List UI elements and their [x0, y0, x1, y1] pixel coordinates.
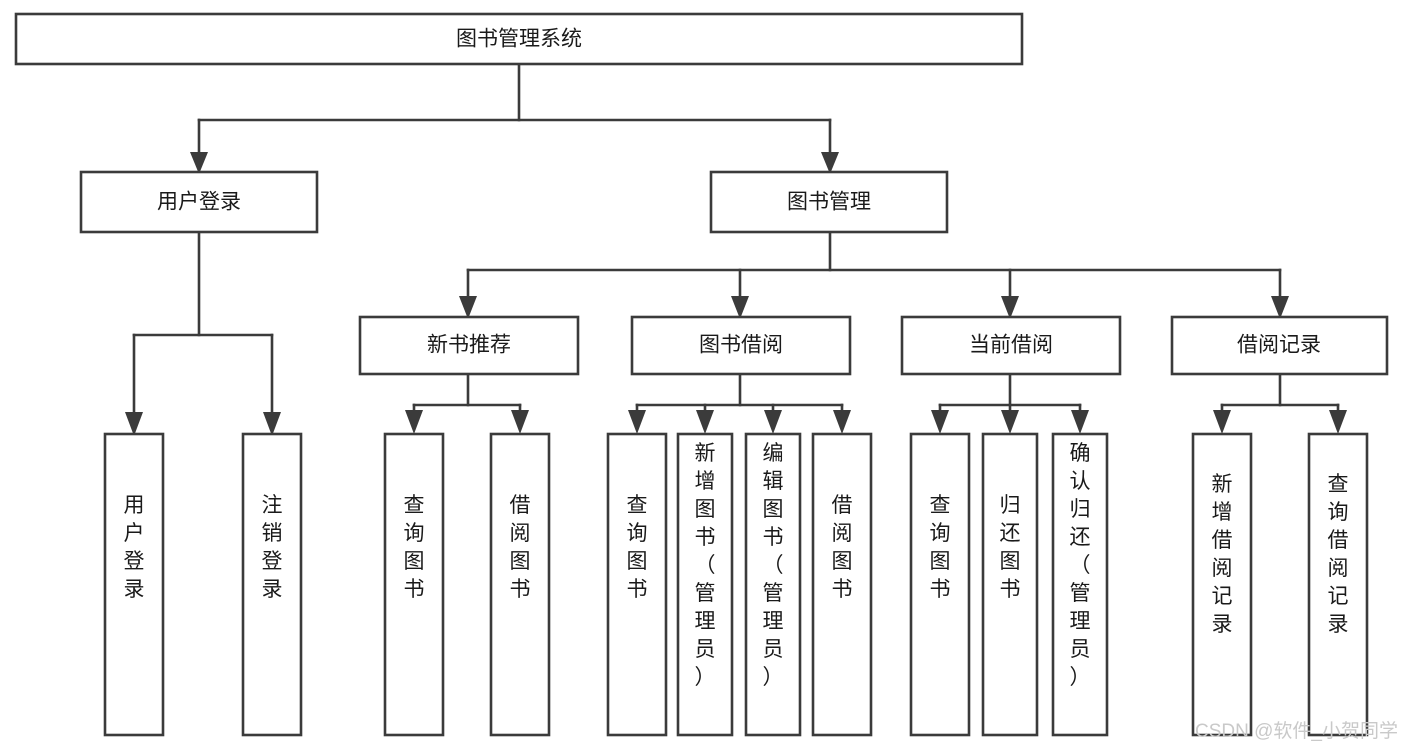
leaf-re-add-record-label: 新增借阅记录	[1212, 473, 1233, 636]
arrow-leaf-logout	[263, 412, 281, 436]
watermark-label: CSDN @软件_小贺同学	[1195, 720, 1398, 742]
arrow-borrow	[731, 296, 749, 319]
leaf-bo-borrow-book-box[interactable]	[811, 432, 873, 737]
leaf-user-login-label: 用户登录	[124, 494, 145, 601]
leaf-bo-borrow-book-label: 借阅图书	[832, 494, 853, 601]
node-root[interactable]: 图书管理系统	[14, 12, 1024, 66]
leaf-cu-return-book-box[interactable]	[981, 432, 1039, 737]
node-borrow-records-label: 借阅记录	[1237, 334, 1321, 357]
leaf-user-login-box[interactable]	[103, 432, 165, 737]
arrow-bo-edit	[764, 410, 782, 434]
node-user-login-label: 用户登录	[157, 191, 241, 214]
node-book-borrow-label: 图书借阅	[699, 334, 783, 357]
leaf-nb-query-book[interactable]: 查询图书	[383, 432, 445, 737]
node-book-management-label: 图书管理	[787, 191, 871, 214]
arrow-re-query	[1329, 410, 1347, 434]
node-user-login[interactable]: 用户登录	[79, 170, 319, 234]
leaf-logout[interactable]: 注销登录	[241, 432, 303, 737]
leaf-re-query-record[interactable]: 查询借阅记录	[1307, 432, 1369, 737]
leaf-logout-box[interactable]	[241, 432, 303, 737]
leaf-cu-confirm-return-label: 确认归还（管理员）	[1070, 442, 1091, 689]
leaf-bo-edit-book-label: 编辑图书（管理员）	[763, 442, 784, 689]
leaf-nb-borrow-book[interactable]: 借阅图书	[489, 432, 551, 737]
leaf-bo-add-book[interactable]: 新增图书（管理员）	[676, 432, 734, 737]
leaf-bo-query-book-box[interactable]	[606, 432, 668, 737]
leaf-user-login[interactable]: 用户登录	[103, 432, 165, 737]
node-root-box[interactable]	[14, 12, 1024, 66]
arrow-nb-query	[405, 410, 423, 434]
leaf-cu-return-book-label: 归还图书	[1000, 494, 1021, 601]
leaf-cu-confirm-return[interactable]: 确认归还（管理员）	[1051, 432, 1109, 737]
arrow-bo-borrow	[833, 410, 851, 434]
leaf-cu-confirm-return-box[interactable]	[1051, 432, 1109, 737]
arrow-leaf-user-login	[125, 412, 143, 436]
leaf-bo-borrow-book[interactable]: 借阅图书	[811, 432, 873, 737]
arrow-re-add	[1213, 410, 1231, 434]
arrow-cu-return	[1001, 410, 1019, 434]
node-user-login-box[interactable]	[79, 170, 319, 234]
leaf-nb-query-book-box[interactable]	[383, 432, 445, 737]
node-new-book-recommend-box[interactable]	[358, 315, 580, 376]
arrow-bo-add	[696, 410, 714, 434]
leaf-cu-query-book[interactable]: 查询图书	[909, 432, 971, 737]
leaf-cu-query-book-label: 查询图书	[930, 494, 951, 601]
node-book-borrow[interactable]: 图书借阅	[630, 315, 852, 376]
leaf-bo-add-book-box[interactable]	[676, 432, 734, 737]
node-borrow-records-box[interactable]	[1170, 315, 1389, 376]
leaf-bo-edit-book[interactable]: 编辑图书（管理员）	[744, 432, 802, 737]
arrow-cu-query	[931, 410, 949, 434]
node-new-book-recommend[interactable]: 新书推荐	[358, 315, 580, 376]
leaf-bo-edit-book-box[interactable]	[744, 432, 802, 737]
arrow-cu-confirm	[1071, 410, 1089, 434]
leaf-nb-borrow-book-label: 借阅图书	[510, 494, 531, 601]
node-book-management[interactable]: 图书管理	[709, 170, 949, 234]
node-root-label: 图书管理系统	[456, 28, 582, 51]
node-current-borrow[interactable]: 当前借阅	[900, 315, 1122, 376]
leaf-logout-label: 注销登录	[262, 494, 283, 601]
leaf-cu-return-book[interactable]: 归还图书	[981, 432, 1039, 737]
arrow-bo-query	[628, 410, 646, 434]
arrow-records	[1271, 296, 1289, 319]
leaf-re-add-record-box[interactable]	[1191, 432, 1253, 737]
leaf-nb-query-book-label: 查询图书	[404, 494, 425, 601]
leaf-nb-borrow-book-box[interactable]	[489, 432, 551, 737]
node-book-borrow-box[interactable]	[630, 315, 852, 376]
leaf-re-query-record-box[interactable]	[1307, 432, 1369, 737]
leaf-bo-query-book-label: 查询图书	[627, 494, 648, 601]
arrow-nb-borrow	[511, 410, 529, 434]
arrow-new-book	[459, 296, 477, 319]
leaf-bo-query-book[interactable]: 查询图书	[606, 432, 668, 737]
node-borrow-records[interactable]: 借阅记录	[1170, 315, 1389, 376]
leaf-re-query-record-label: 查询借阅记录	[1328, 473, 1349, 636]
node-current-borrow-box[interactable]	[900, 315, 1122, 376]
node-current-borrow-label: 当前借阅	[969, 334, 1053, 357]
leaf-re-add-record[interactable]: 新增借阅记录	[1191, 432, 1253, 737]
connector-layer	[125, 62, 1347, 436]
arrow-to-book-mgmt	[821, 152, 839, 174]
node-new-book-recommend-label: 新书推荐	[427, 334, 511, 357]
arrow-current	[1001, 296, 1019, 319]
arrow-to-user-login	[190, 152, 208, 174]
node-book-management-box[interactable]	[709, 170, 949, 234]
leaf-bo-add-book-label: 新增图书（管理员）	[695, 442, 716, 689]
leaf-cu-query-book-box[interactable]	[909, 432, 971, 737]
